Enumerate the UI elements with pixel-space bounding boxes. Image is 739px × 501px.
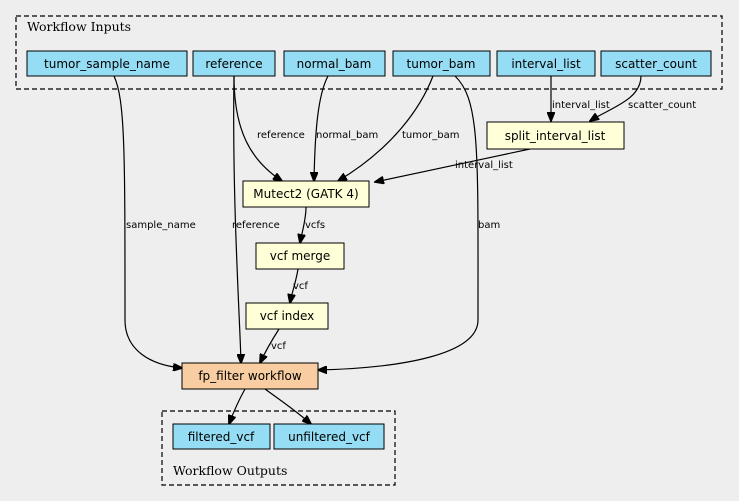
svg-text:scatter_count: scatter_count	[615, 57, 697, 71]
workflow-outputs-cluster: Workflow Outputs	[161, 410, 396, 486]
svg-text:vcf merge: vcf merge	[270, 249, 331, 263]
svg-text:reference: reference	[205, 57, 262, 71]
edge-label: interval_list	[552, 100, 610, 111]
node-unfiltered-vcf[interactable]: unfiltered_vcf	[273, 423, 385, 450]
svg-text:vcf index: vcf index	[260, 309, 315, 323]
edge-fp-filter-to-unfiltered-vcf	[264, 388, 311, 424]
edge-label: scatter_count	[628, 100, 696, 111]
edge-tumor-bam-to-fp-filter	[318, 75, 479, 370]
svg-text:fp_filter workflow: fp_filter workflow	[198, 369, 302, 383]
edge-label: interval_list	[455, 160, 513, 171]
edge-normal-bam-to-mutect2	[314, 75, 329, 181]
edge-reference-to-mutect2	[233, 75, 282, 181]
node-mutect2[interactable]: Mutect2 (GATK 4)	[242, 180, 370, 208]
svg-text:normal_bam: normal_bam	[297, 57, 372, 71]
workflow-outputs-label: Workflow Outputs	[173, 463, 287, 478]
node-tumor-bam[interactable]: tumor_bam	[392, 50, 491, 77]
edge-sample-name-to-fp-filter	[113, 75, 182, 368]
edge-label: reference	[232, 220, 280, 231]
node-vcf-merge[interactable]: vcf merge	[255, 242, 345, 270]
node-reference[interactable]: reference	[192, 50, 276, 77]
edge-label: bam	[478, 220, 500, 231]
node-filtered-vcf[interactable]: filtered_vcf	[172, 423, 271, 450]
workflow-inputs-label: Workflow Inputs	[27, 19, 131, 34]
edge-label: tumor_bam	[402, 130, 459, 141]
svg-text:tumor_sample_name: tumor_sample_name	[44, 57, 170, 71]
edge-mutect2-to-vcf-merge	[300, 206, 307, 243]
node-tumor-sample-name[interactable]: tumor_sample_name	[26, 50, 188, 77]
workflow-inputs-cluster: Workflow Inputs	[15, 15, 723, 90]
node-fp-filter-workflow[interactable]: fp_filter workflow	[181, 362, 319, 390]
edge-label: vcf	[293, 281, 308, 292]
edge-fp-filter-to-filtered-vcf	[229, 388, 246, 424]
node-scatter-count[interactable]: scatter_count	[600, 50, 712, 77]
node-vcf-index[interactable]: vcf index	[245, 302, 329, 330]
edge-vcf-index-to-fp-filter	[260, 328, 280, 363]
svg-text:split_interval_list: split_interval_list	[505, 129, 606, 143]
edge-label: vcf	[271, 341, 286, 352]
node-interval-list[interactable]: interval_list	[496, 50, 596, 77]
svg-text:tumor_bam: tumor_bam	[407, 57, 476, 71]
svg-text:Mutect2 (GATK 4): Mutect2 (GATK 4)	[253, 187, 358, 201]
svg-text:interval_list: interval_list	[511, 57, 581, 71]
edge-label: sample_name	[126, 220, 196, 231]
edge-tumor-bam-to-mutect2	[338, 75, 434, 181]
svg-text:filtered_vcf: filtered_vcf	[188, 430, 255, 444]
edge-label: vcfs	[305, 220, 325, 231]
node-split-interval-list[interactable]: split_interval_list	[486, 121, 625, 150]
edge-label: reference	[257, 130, 305, 141]
node-normal-bam[interactable]: normal_bam	[283, 50, 386, 77]
edge-label: normal_bam	[316, 130, 378, 141]
edge-vcf-merge-to-vcf-index	[290, 268, 299, 303]
edge-reference-to-fp-filter	[233, 75, 241, 363]
edges: interval_list scatter_count reference no…	[113, 75, 696, 424]
edge-scatter-count-to-split	[590, 75, 642, 121]
edge-split-to-mutect2	[375, 148, 531, 182]
svg-text:unfiltered_vcf: unfiltered_vcf	[288, 430, 371, 444]
